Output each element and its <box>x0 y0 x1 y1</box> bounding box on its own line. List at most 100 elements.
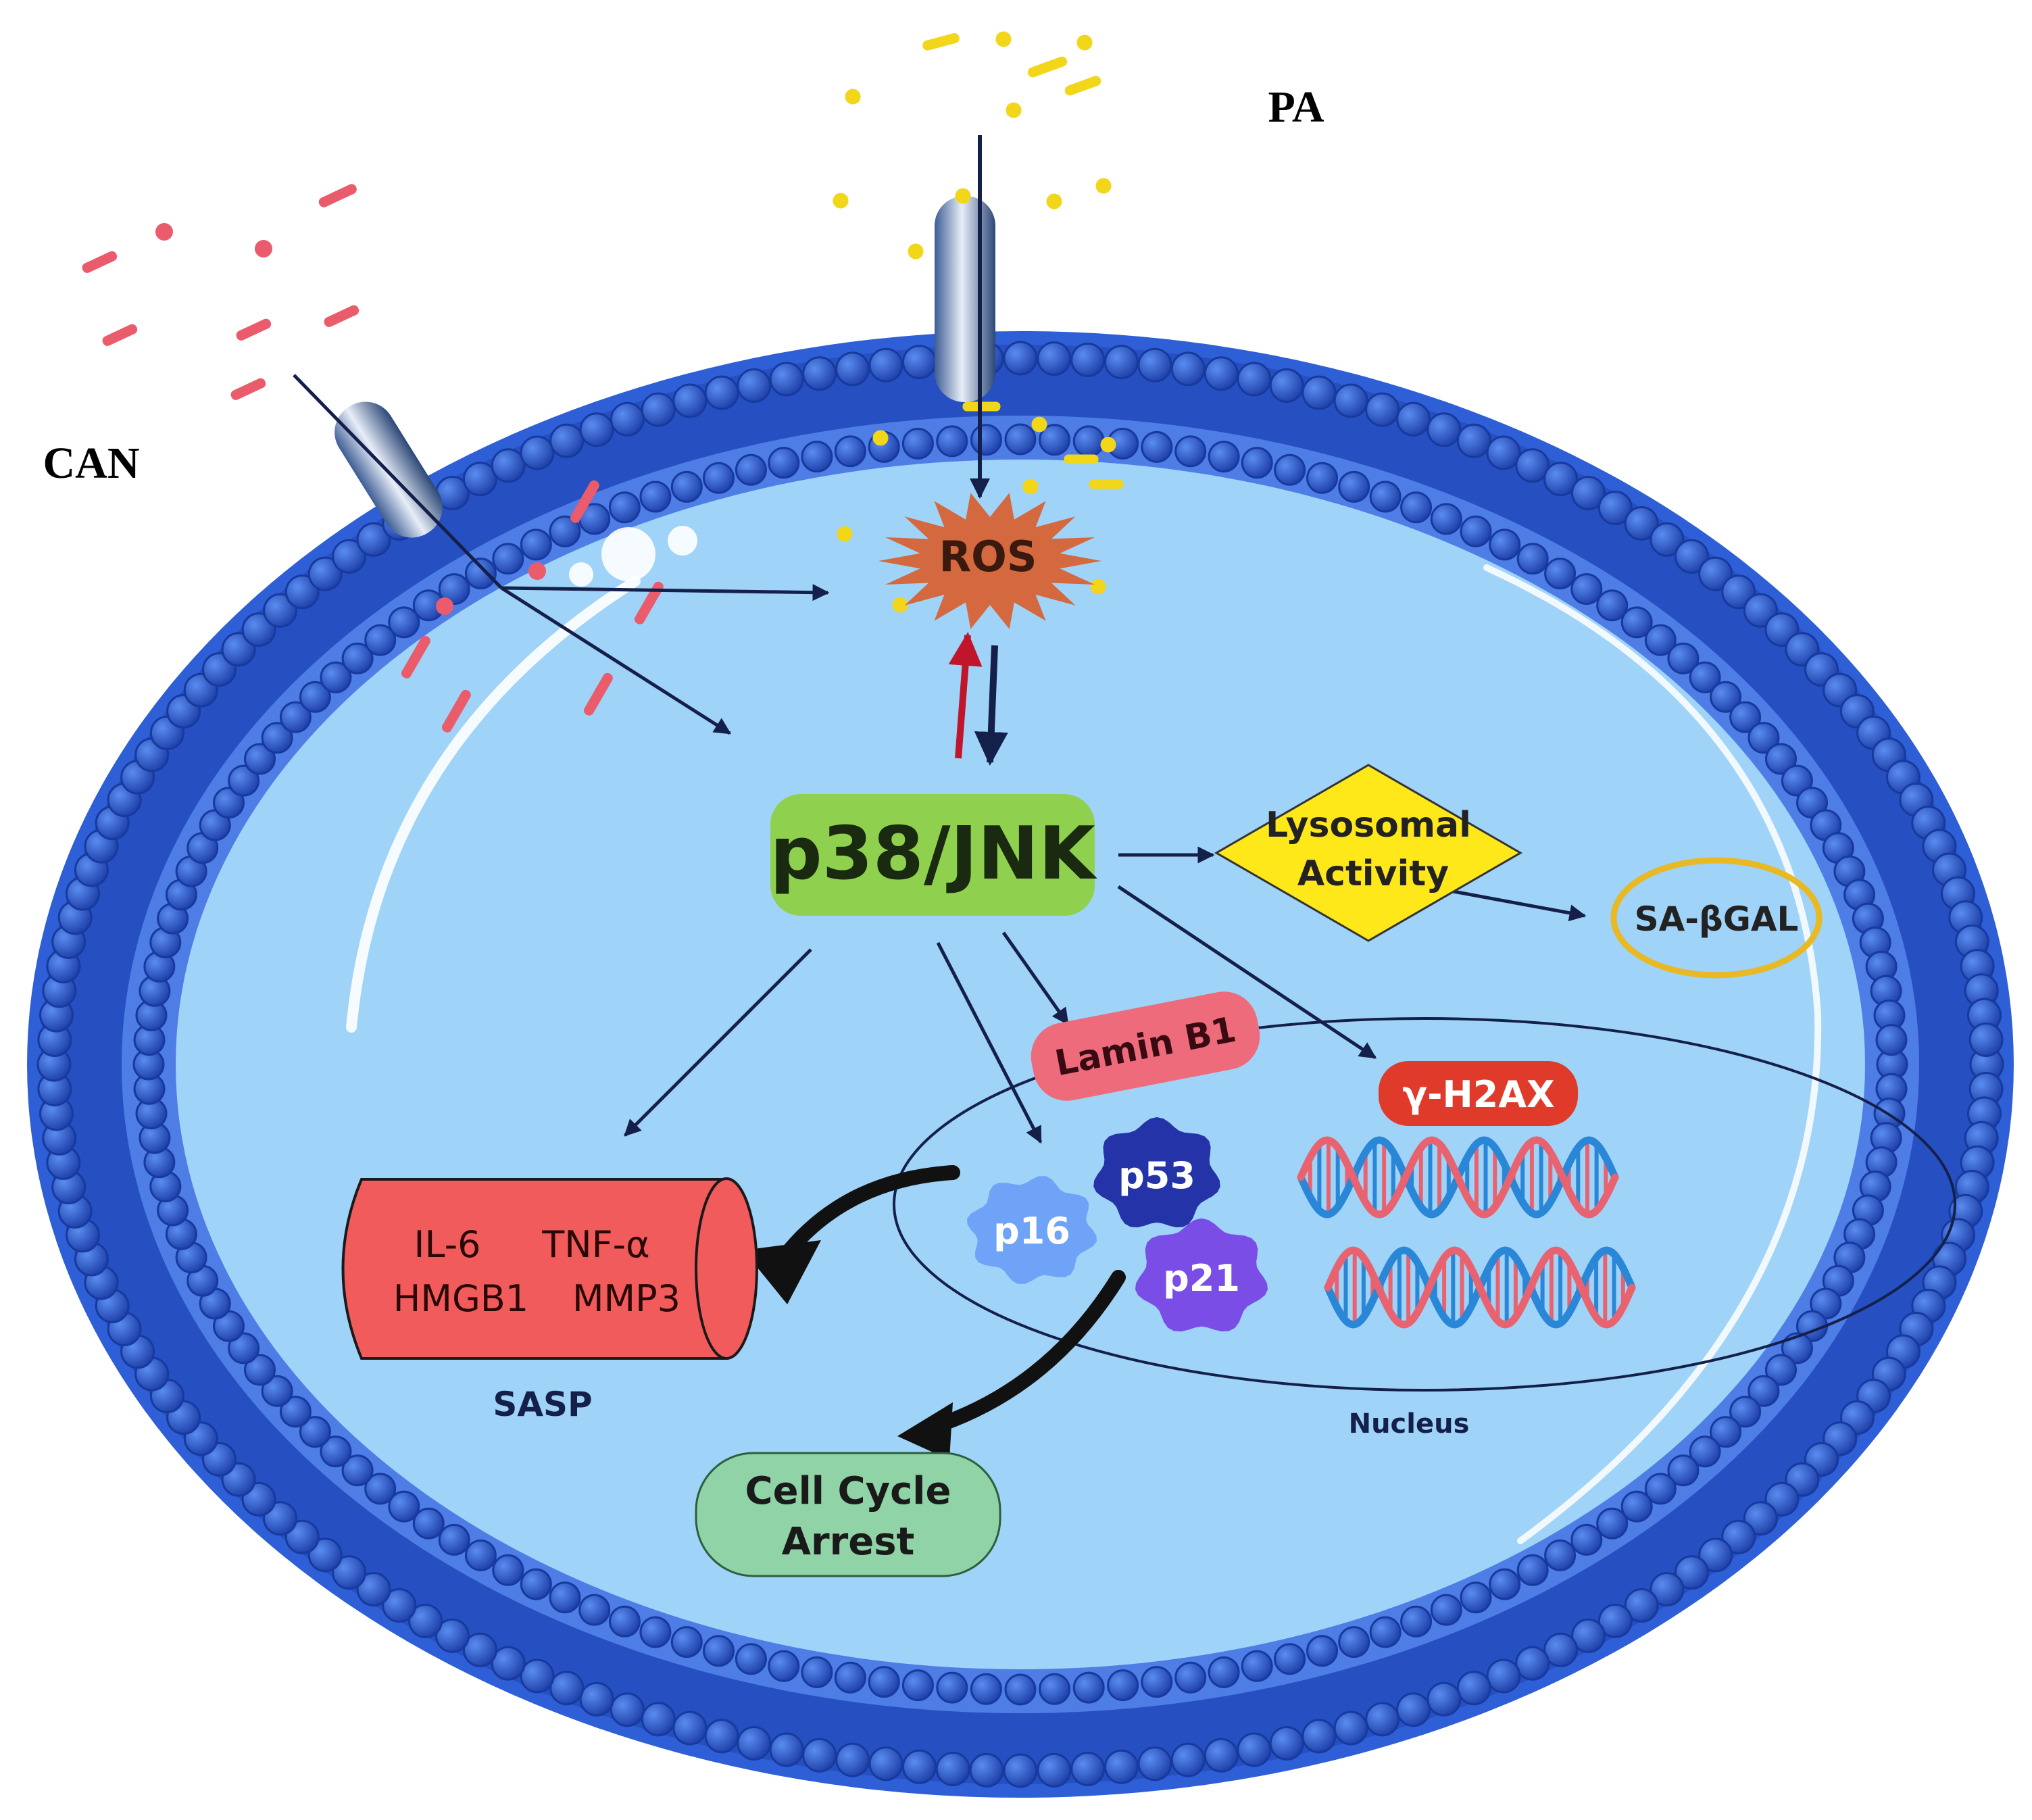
pa-label: PA <box>1268 82 1324 132</box>
lipid-head <box>901 427 934 460</box>
lipid-head <box>1968 1023 2004 1057</box>
lipid-head <box>1037 1752 1072 1788</box>
dna-strand <box>1324 1246 1636 1329</box>
sasp-label: SASP <box>493 1385 592 1424</box>
lipid-head <box>520 1568 552 1600</box>
lipid-head <box>438 573 470 606</box>
lipid-head <box>737 1726 772 1761</box>
lipid-head <box>1674 1555 1709 1590</box>
lipid-head <box>835 1742 870 1777</box>
lipid-head <box>1710 1416 1742 1448</box>
lipid-head <box>549 1671 585 1706</box>
lipid-head <box>1620 606 1653 639</box>
lipid-head <box>1544 1539 1577 1571</box>
lipid-head <box>1689 1435 1721 1468</box>
pa-particles <box>833 31 1124 613</box>
lipid-head <box>364 1473 397 1505</box>
lipid-head <box>382 1588 417 1623</box>
lipid-head <box>1237 362 1272 397</box>
lipid-head <box>1003 1753 1038 1788</box>
lipid-head <box>1141 431 1173 463</box>
lipid-head <box>1486 1658 1521 1694</box>
p38-jnk-label: p38/JNK <box>770 812 1097 896</box>
lipid-head <box>1137 347 1172 383</box>
lipid-head <box>1748 1375 1780 1407</box>
lipid-head <box>388 1490 420 1523</box>
p21-blob: p21 <box>1135 1218 1268 1332</box>
lamin-b1-pill: Lamin B1 <box>1031 991 1260 1101</box>
lipid-head <box>1674 539 1709 574</box>
sasp-factor-2: TNF-α <box>541 1223 650 1266</box>
lipid-head <box>520 1658 555 1694</box>
lipid-head <box>1369 1616 1402 1648</box>
can-channel <box>334 401 443 538</box>
lipid-head <box>1729 701 1762 733</box>
lipid-head <box>1302 1719 1337 1754</box>
sasp-factor-3: HMGB1 <box>393 1277 528 1320</box>
cell-cycle-label-line1: Cell Cycle <box>745 1469 951 1513</box>
ros-label: ROS <box>939 532 1037 581</box>
lipid-head <box>868 347 903 383</box>
lipid-head <box>1072 425 1105 458</box>
lipid-head <box>737 368 772 403</box>
gamma-h2ax-pill <box>1379 1061 1578 1126</box>
lipid-head <box>1369 481 1402 513</box>
lipid-head <box>1302 375 1337 410</box>
lipid-head <box>1274 1643 1306 1675</box>
lipid-head <box>261 1375 293 1407</box>
lipid-head <box>704 1719 739 1754</box>
lipid-head <box>332 1555 367 1590</box>
lipid-head <box>332 539 367 574</box>
lipid-head <box>970 424 1002 456</box>
thick-arrow-to-cell-cycle-head <box>897 1402 953 1460</box>
lipid-head <box>608 1605 641 1638</box>
lipid-head <box>1396 401 1431 437</box>
lipid-head <box>1137 1746 1172 1781</box>
lipid-head <box>1039 1673 1071 1705</box>
lipid-head <box>1141 1666 1173 1698</box>
pa-channel <box>935 196 995 402</box>
arrow-p38-to-ros <box>948 632 983 759</box>
lipid-head <box>670 470 703 503</box>
lipid-head <box>578 1594 611 1626</box>
sa-bgal-label: SA-βGAL <box>1635 900 1799 939</box>
lipid-head <box>1456 1671 1491 1706</box>
lipid-head <box>936 1671 968 1704</box>
lipid-head <box>1003 341 1038 376</box>
lipid-head <box>1710 681 1742 713</box>
lipid-head <box>1570 573 1603 606</box>
cell-cycle-arrest-box <box>695 1452 1001 1577</box>
lipid-head <box>1269 368 1304 403</box>
lipid-head <box>1460 515 1492 547</box>
lipid-head <box>1070 343 1106 377</box>
arrow-p38-to-laminb1 <box>1001 931 1070 1026</box>
lipid-head <box>801 441 833 473</box>
lipid-head <box>1571 476 1606 511</box>
lipid-head <box>970 1673 1002 1705</box>
lipid-head <box>1743 1501 1778 1536</box>
lipid-head <box>320 661 352 693</box>
dna-strand <box>1297 1136 1619 1219</box>
lipid-head <box>1597 491 1633 525</box>
membrane-heads-inner <box>132 423 1908 1706</box>
lipid-head <box>672 1711 708 1746</box>
lipid-head <box>491 448 526 483</box>
lysosomal-activity-diamond <box>1214 764 1522 942</box>
lipid-head <box>462 1632 497 1667</box>
lipid-head <box>834 435 866 468</box>
lipid-head <box>263 593 298 628</box>
cell-cycle-label-line2: Arrest <box>782 1520 915 1564</box>
lipid-head <box>902 1749 937 1784</box>
lipid-head <box>1204 1738 1239 1773</box>
lipid-head <box>1174 1661 1207 1694</box>
lipid-head <box>464 1539 497 1571</box>
lipid-head <box>408 1604 443 1638</box>
lipid-head <box>1875 1024 1908 1056</box>
lipid-head <box>1570 1523 1603 1556</box>
lipid-head <box>1170 1742 1206 1777</box>
lipid-head <box>768 1650 800 1682</box>
lysosomal-label-line2: Activity <box>1297 854 1449 894</box>
lipid-head <box>520 435 555 470</box>
cell-membrane <box>27 331 2014 1798</box>
lipid-head <box>1107 1669 1139 1702</box>
